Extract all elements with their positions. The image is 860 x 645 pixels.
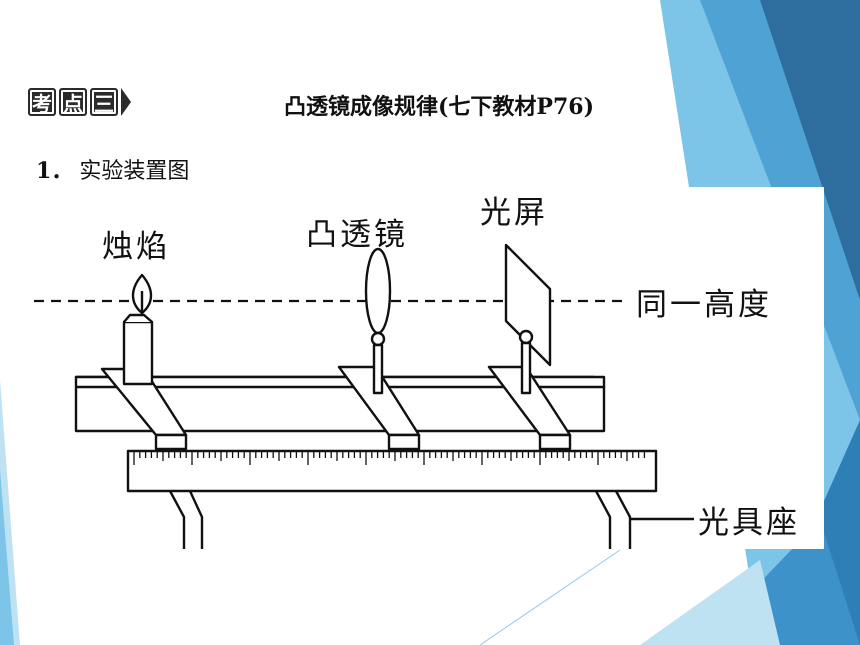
screen-stand <box>520 341 532 395</box>
badge-char: 考 <box>28 88 56 116</box>
experiment-diagram: 烛焰 凸透镜 光屏 同一高度 光具座 <box>14 187 824 549</box>
lens-stand <box>372 343 384 395</box>
section-heading-text: 实验装置图 <box>79 159 190 184</box>
badge-arrow-icon <box>121 88 131 116</box>
optical-bench-label: 光具座 <box>698 505 800 541</box>
same-height-label: 同一高度 <box>636 287 772 323</box>
candle-body <box>122 320 154 386</box>
section-number: 1． <box>36 158 74 184</box>
section-badge: 考 点 三 <box>28 85 131 119</box>
ruler-ticks <box>133 451 646 465</box>
bench-leg-left <box>168 490 204 549</box>
candle-label: 烛焰 <box>102 229 170 265</box>
page-title: 凸透镜成像规律(七下教材P76) <box>284 94 594 120</box>
screen-label: 光屏 <box>480 195 548 231</box>
badge-char: 三 <box>90 88 118 116</box>
light-screen <box>504 243 552 367</box>
bench-leg-right <box>594 490 632 549</box>
section-heading: 1．实验装置图 <box>36 153 189 185</box>
ruler-scale <box>126 449 658 493</box>
badge-char: 点 <box>59 88 87 116</box>
optical-bench-figure <box>34 243 694 549</box>
convex-lens <box>364 247 392 335</box>
lens-label: 凸透镜 <box>306 217 408 253</box>
